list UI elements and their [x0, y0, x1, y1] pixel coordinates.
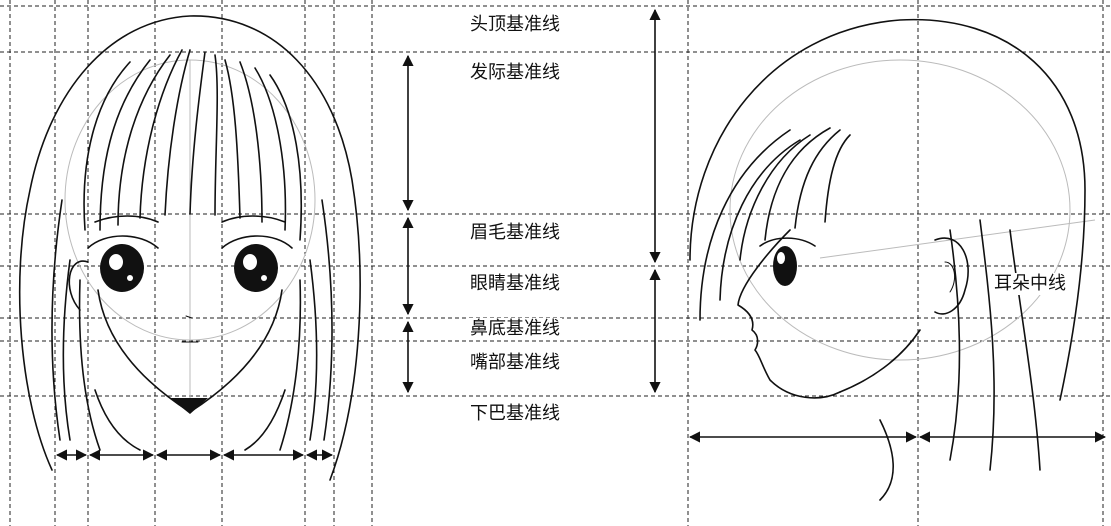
side-eye [759, 237, 816, 286]
chin-shadow [170, 398, 208, 414]
left-side-hair [51, 199, 141, 451]
left-eyebrow [94, 215, 159, 223]
label-chin: 下巴基准线 [468, 403, 562, 425]
nose [185, 315, 193, 319]
side-view-drawing [688, 18, 1107, 501]
label-top-of-head: 头顶基准线 [468, 14, 562, 36]
side-bangs [699, 127, 851, 321]
right-eyebrow [221, 215, 286, 223]
label-eyebrow: 眉毛基准线 [468, 222, 562, 244]
label-nose-base: 鼻底基准线 [468, 318, 562, 340]
label-mouth: 嘴部基准线 [468, 352, 562, 374]
vertical-guides [9, 0, 1104, 526]
label-ear-center: 耳朵中线 [992, 273, 1068, 295]
left-eye [87, 235, 159, 292]
hair-outline [18, 15, 361, 481]
side-ear [934, 237, 969, 315]
side-back-hair [879, 219, 1041, 501]
right-eye [221, 235, 293, 292]
label-eye: 眼睛基准线 [468, 273, 562, 295]
front-view-drawing [18, 15, 361, 481]
side-hair-outline [689, 18, 1086, 401]
side-construction-circle [729, 59, 1071, 361]
bangs-strands [83, 49, 303, 241]
right-side-hair [244, 199, 333, 451]
vertical-arrows [402, 8, 661, 394]
side-jaw [839, 329, 921, 393]
side-face-profile [737, 229, 841, 399]
label-hairline: 发际基准线 [468, 62, 562, 84]
left-ear [68, 260, 89, 311]
